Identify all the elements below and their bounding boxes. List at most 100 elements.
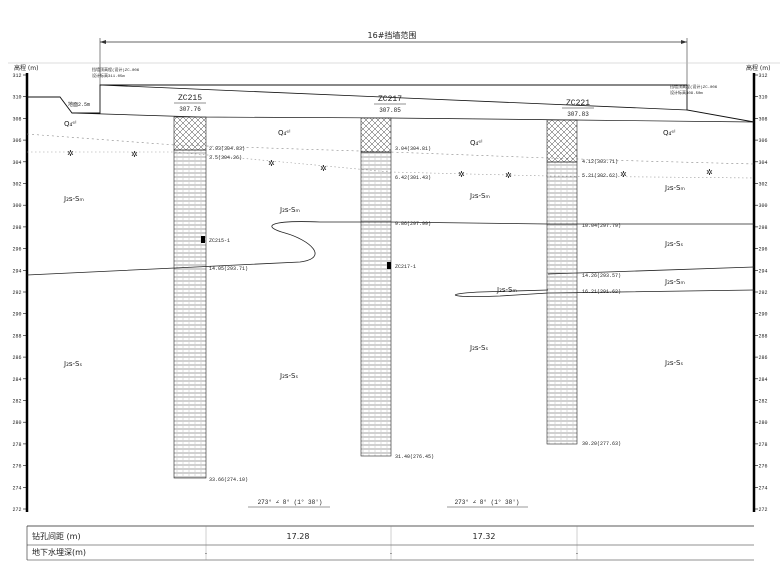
borehole-zc221: ZC221 307.83 4.12(303.71) 5.21(302.62) 1… — [546, 99, 621, 447]
left-axis-label: 高程 (m) — [14, 64, 38, 72]
borehole-elevation: 307.85 — [379, 107, 401, 114]
water-symbol: ✲ — [131, 150, 138, 159]
layer-label: 30.20(277.63) — [582, 441, 621, 447]
borehole-id: ZC217 — [378, 95, 402, 104]
spacing-value: 17.28 — [287, 532, 310, 541]
stratum-boundaries — [26, 133, 755, 297]
stratum-jss: J₂s-Sₛ — [664, 359, 683, 367]
right-note-1: 挡墙顶高程(设计)ZC-006 — [670, 83, 718, 90]
layer-label: 16.21(291.62) — [582, 289, 621, 295]
elevation-tick-label: 284 — [758, 377, 767, 383]
stratum-jsm: J₂s-Sₘ — [664, 278, 685, 286]
stratum-q: Q₄ᵉˡ — [64, 120, 76, 128]
elevation-tick-label: 300 — [12, 203, 21, 209]
groundwater-value: - — [576, 550, 578, 557]
borehole-id: ZC215 — [178, 94, 202, 103]
spacing-value: 17.32 — [473, 532, 496, 541]
elevation-tick-label: 304 — [758, 160, 767, 166]
left-corner-label: 地面2.5m — [68, 101, 90, 108]
elevation-tick-label: 306 — [12, 138, 21, 144]
elevation-tick-label: 286 — [12, 355, 21, 361]
water-symbol: ✲ — [67, 149, 74, 158]
elevation-tick-label: 288 — [758, 333, 767, 339]
layer-label: 31.40(276.45) — [395, 454, 434, 460]
elevation-tick-label: 312 — [12, 73, 21, 79]
elevation-tick-label: 272 — [758, 507, 767, 513]
elevation-tick-label: 310 — [758, 95, 767, 101]
elevation-tick-label: 274 — [758, 485, 767, 491]
elevation-tick-label: 294 — [12, 268, 21, 274]
elevation-tick-label: 284 — [12, 377, 21, 383]
stratum-jsm: J₂s-Sₘ — [496, 286, 517, 294]
stratum-jss: J₂s-Sₛ — [279, 372, 298, 380]
stratum-q: Q₄ᵉˡ — [663, 129, 675, 137]
left-tick-labels: 3123103083063043023002982962942922902882… — [12, 73, 27, 513]
elevation-tick-label: 276 — [12, 464, 21, 470]
elevation-tick-label: 296 — [758, 247, 767, 253]
elevation-tick-label: 310 — [12, 95, 21, 101]
elevation-tick-label: 288 — [12, 333, 21, 339]
stratum-jsm: J₂s-Sₘ — [469, 192, 490, 200]
stratum-jss: J₂s-Sₛ — [63, 360, 82, 368]
left-note-1: 挡墙顶高程(设计)ZC-006 — [92, 66, 140, 73]
elevation-tick-label: 282 — [758, 399, 767, 405]
elevation-tick-label: 308 — [12, 116, 21, 122]
groundwater-value: - — [390, 550, 392, 557]
elevation-tick-label: 302 — [12, 182, 21, 188]
sample-label: ZC215-1 — [209, 238, 230, 244]
stratum-q: Q₄ᵉˡ — [470, 139, 482, 147]
elevation-tick-label: 308 — [758, 116, 767, 122]
stratum-symbols: Q₄ᵉˡ Q₄ᵉˡ Q₄ᵉˡ Q₄ᵉˡ J₂s-Sₘ J₂s-Sₘ J₂s-Sₘ… — [63, 120, 685, 380]
elevation-tick-label: 278 — [758, 442, 767, 448]
water-symbol: ✲ — [458, 170, 465, 179]
elevation-tick-label: 280 — [758, 420, 767, 426]
elevation-tick-label: 302 — [758, 182, 767, 188]
layer-label: 6.42(301.43) — [395, 175, 431, 181]
layer-label: 9.86(297.99) — [395, 221, 431, 227]
groundwater-value: - — [205, 550, 207, 557]
stratum-q: Q₄ᵉˡ — [278, 129, 290, 137]
stratum-jss: J₂s-Sₛ — [664, 240, 683, 248]
elevation-tick-label: 300 — [758, 203, 767, 209]
dip-annotations: 273° ∠ 8° (1° 38') 273° ∠ 8° (1° 38') — [248, 499, 528, 508]
left-note-2: 设计标高311.05m — [92, 72, 125, 79]
left-elevation-scale: 高程 (m) — [8, 62, 780, 512]
elevation-tick-label: 298 — [758, 225, 767, 231]
borehole-elevation: 307.83 — [567, 111, 589, 118]
right-elevation-scale: 高程 (m) — [746, 64, 770, 512]
stratum-jss: J₂s-Sₛ — [469, 344, 488, 352]
layer-label: 14.05(293.71) — [209, 266, 248, 272]
right-wall-notes: 挡墙顶高程(设计)ZC-006 设计标高309.50m — [670, 83, 718, 96]
elevation-tick-label: 298 — [12, 225, 21, 231]
water-symbol: ✲ — [320, 164, 327, 173]
section-title: 16#挡墙范围 — [368, 30, 417, 40]
right-note-2: 设计标高309.50m — [670, 89, 703, 96]
elevation-tick-label: 282 — [12, 399, 21, 405]
borehole-zc215: ZC215 307.76 ZC215-1 2.93(304.83) 3.5(30… — [173, 94, 248, 483]
layer-label: 3.5(304.26) — [209, 155, 242, 161]
right-tick-labels: 3123103083063043023002982962942922902882… — [754, 73, 768, 513]
elevation-tick-label: 292 — [758, 290, 767, 296]
left-wall-notes: 挡墙顶高程(设计)ZC-006 设计标高311.05m — [92, 66, 140, 79]
elevation-tick-label: 296 — [12, 247, 21, 253]
footer-row1-label: 钻孔间距 (m) — [32, 531, 81, 541]
elevation-tick-label: 276 — [758, 464, 767, 470]
layer-label: 3.04(304.81) — [395, 146, 431, 152]
elevation-tick-label: 280 — [12, 420, 21, 426]
layer-label: 33.66(274.10) — [209, 477, 248, 483]
layer-label: 5.21(302.62) — [582, 173, 618, 179]
borehole-zc217: ZC217 307.85 ZC217-1 3.04(304.81) 6.42(3… — [360, 95, 434, 460]
dip-label: 273° ∠ 8° (1° 38') — [455, 499, 520, 506]
footer-table: 钻孔间距 (m) 17.28 17.32 地下水埋深(m) - - - — [26, 525, 754, 561]
stratum-jsm: J₂s-Sₘ — [279, 206, 300, 214]
elevation-tick-label: 294 — [758, 268, 767, 274]
water-symbol: ✲ — [268, 159, 275, 168]
water-symbol: ✲ — [505, 171, 512, 180]
elevation-tick-label: 278 — [12, 442, 21, 448]
layer-label: 4.12(303.71) — [582, 159, 618, 165]
borehole-id: ZC221 — [566, 99, 590, 108]
elevation-tick-label: 290 — [758, 312, 767, 318]
footer-row2-label: 地下水埋深(m) — [32, 547, 86, 557]
elevation-tick-label: 274 — [12, 485, 21, 491]
title-dimension: 16#挡墙范围 — [99, 30, 688, 86]
